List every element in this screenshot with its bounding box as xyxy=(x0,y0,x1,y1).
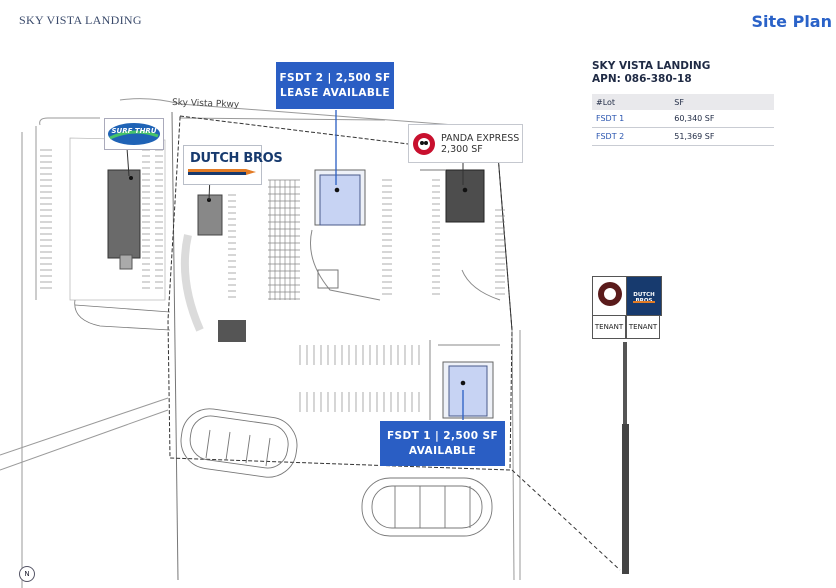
pylon-pole xyxy=(623,342,627,424)
sf-cell: 51,369 SF xyxy=(668,127,774,146)
parking-stalls xyxy=(40,149,236,298)
table-row: FSDT 2 51,369 SF xyxy=(592,127,774,146)
panda-building xyxy=(445,169,485,223)
lower-islands xyxy=(180,408,493,537)
info-project-name: SKY VISTA LANDING xyxy=(592,60,711,72)
sf-column-header: SF xyxy=(668,94,774,110)
panda-name: PANDA EXPRESS xyxy=(441,132,520,144)
dutch-logo-text: DUTCH BROS xyxy=(190,151,283,166)
project-name: SKY VISTA LANDING xyxy=(19,13,142,27)
fsdt1-callout: FSDT 1 | 2,500 SF AVAILABLE xyxy=(380,421,505,466)
lot-cell: FSDT 1 xyxy=(592,110,669,128)
road-lines xyxy=(0,98,521,588)
pylon-tenant-left: TENANT xyxy=(592,315,626,339)
fsdt1-building xyxy=(448,365,488,417)
surf-logo-text: SURF THRU xyxy=(111,127,157,135)
lot-table-header: #Lot SF xyxy=(592,94,774,110)
north-arrow-icon: N xyxy=(19,566,35,582)
pylon-panda-panel xyxy=(592,276,628,316)
surf-thru-logo: SURF THRU xyxy=(104,118,164,150)
fsdt2-size-label: FSDT 2 | 2,500 SF xyxy=(279,71,391,84)
panda-pylon-icon xyxy=(598,282,622,306)
fsdt1-status-label: AVAILABLE xyxy=(408,444,477,457)
dutch-logo-stripe xyxy=(188,169,256,175)
lot-column-header: #Lot xyxy=(592,94,669,110)
sf-cell: 60,340 SF xyxy=(668,110,774,128)
fsdt2-callout: FSDT 2 | 2,500 SF LEASE AVAILABLE xyxy=(276,62,394,109)
info-apn: APN: 086-380-18 xyxy=(592,73,692,85)
lot-cell: FSDT 2 xyxy=(592,127,669,146)
middle-parking xyxy=(268,179,505,412)
table-row: FSDT 1 60,340 SF xyxy=(592,110,774,128)
info-panel-title: SKY VISTA LANDING APN: 086-380-18 xyxy=(592,60,710,86)
fsdt1-size-label: FSDT 1 | 2,500 SF xyxy=(386,429,499,442)
panda-express-label: PANDA EXPRESS 2,300 SF xyxy=(408,124,523,163)
pylon-dutch-stripe xyxy=(633,301,655,303)
pylon-tenant-right: TENANT xyxy=(626,315,660,339)
fsdt2-building xyxy=(319,174,361,226)
pylon-base xyxy=(622,424,629,574)
surf-thru-building xyxy=(107,169,141,259)
pylon-leader xyxy=(511,469,621,571)
fsdt2-status-label: LEASE AVAILABLE xyxy=(280,86,390,99)
dutch-bros-logo xyxy=(183,145,262,185)
panda-size: 2,300 SF xyxy=(441,143,483,155)
lot-table: #Lot SF FSDT 1 60,340 SF FSDT 2 51,369 S… xyxy=(592,94,774,146)
utility-structure xyxy=(218,320,246,342)
page-title: Site Plan xyxy=(751,12,832,31)
panda-logo-icon xyxy=(413,132,435,155)
pylon-dutch-panel: DUTCH BROS xyxy=(626,276,662,316)
